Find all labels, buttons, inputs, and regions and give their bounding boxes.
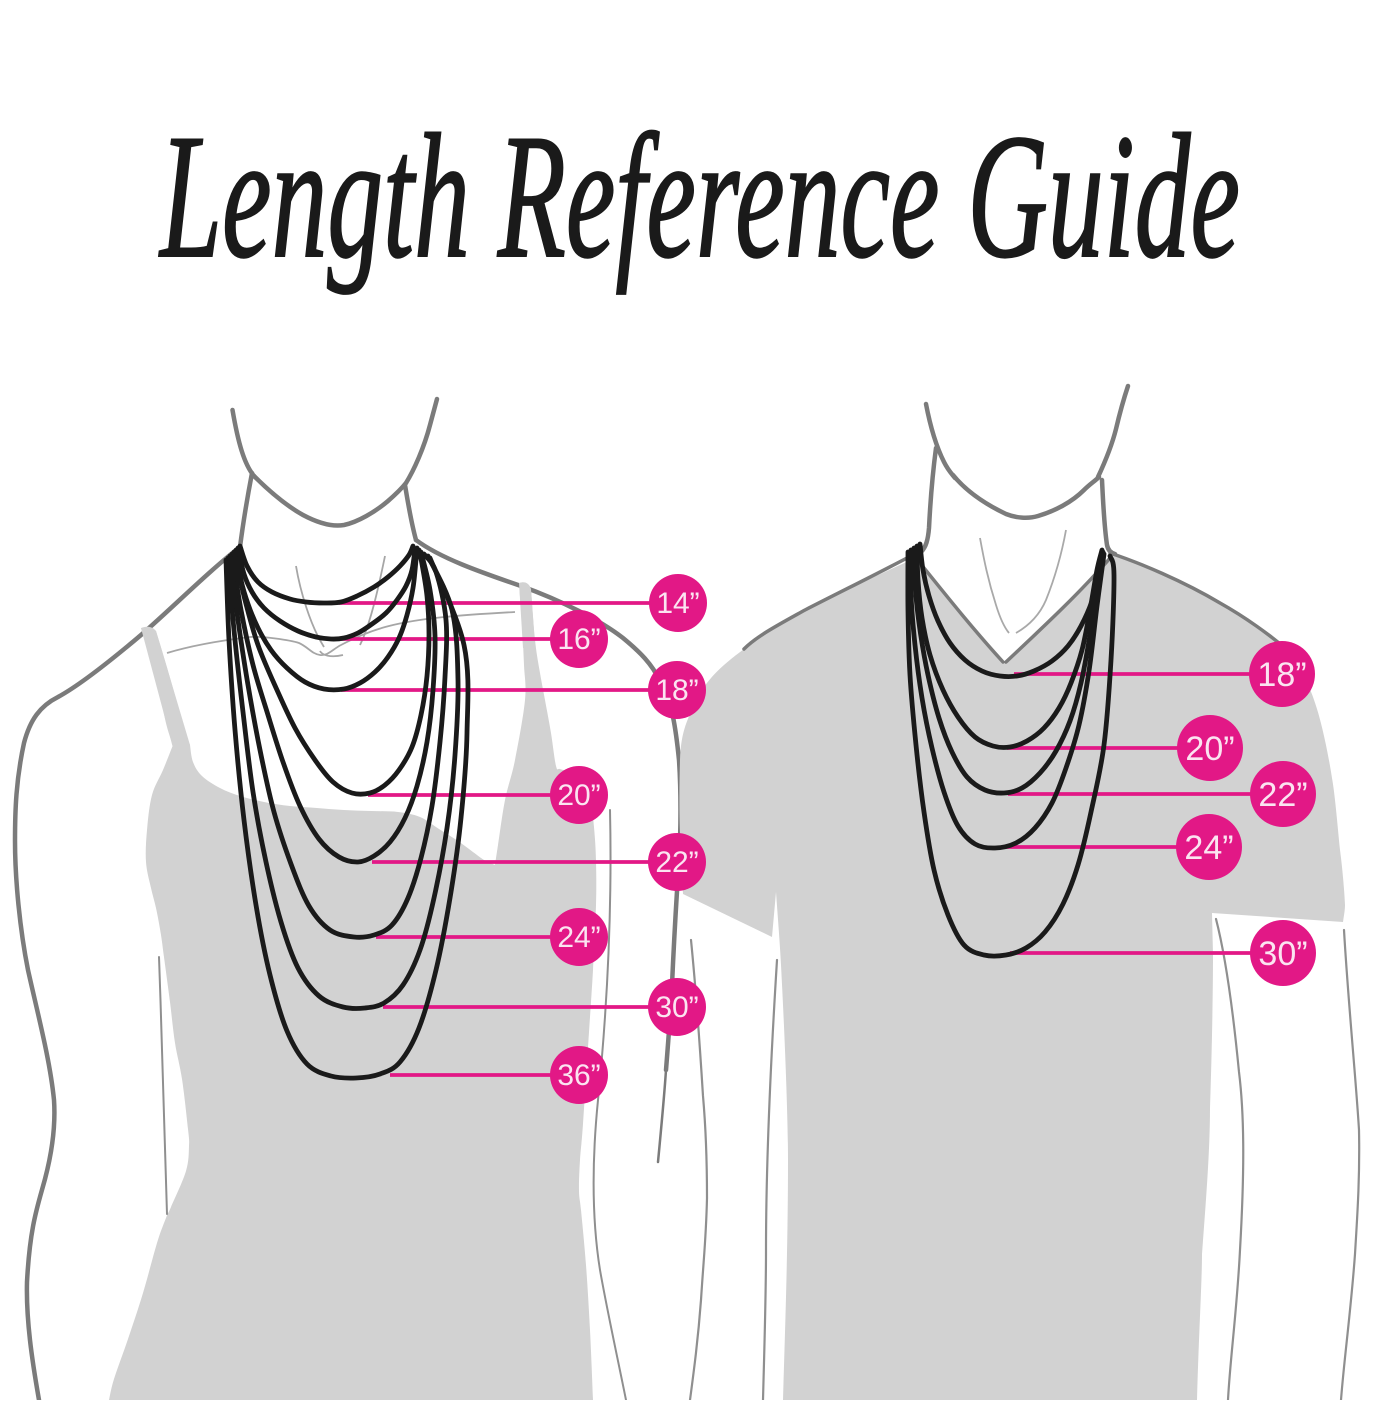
svg-text:30”: 30” <box>655 991 698 1024</box>
svg-text:20”: 20” <box>557 779 600 812</box>
svg-text:16”: 16” <box>557 623 600 656</box>
svg-text:Length Reference Guide: Length Reference Guide <box>158 97 1240 295</box>
svg-text:18”: 18” <box>1257 656 1306 694</box>
svg-text:36”: 36” <box>557 1059 600 1092</box>
svg-text:30”: 30” <box>1258 935 1307 973</box>
svg-text:18”: 18” <box>655 674 698 707</box>
svg-text:22”: 22” <box>1258 776 1307 814</box>
svg-text:20”: 20” <box>1185 730 1234 768</box>
svg-text:24”: 24” <box>1184 829 1233 867</box>
svg-text:22”: 22” <box>655 846 698 879</box>
svg-text:24”: 24” <box>557 921 600 954</box>
svg-text:14”: 14” <box>656 587 699 620</box>
